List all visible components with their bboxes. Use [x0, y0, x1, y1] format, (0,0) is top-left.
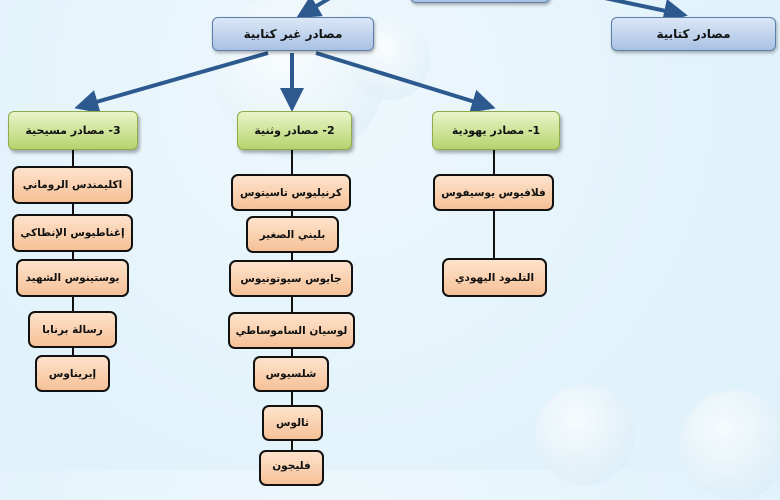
list-item[interactable]: اكليمندس الروماني	[12, 166, 133, 204]
list-item[interactable]: جايوس سيوتونيوس	[229, 260, 353, 297]
arrow-root-to-written	[604, 0, 688, 23]
arrow-root-to-unwritten	[296, 0, 331, 19]
list-item[interactable]: لوسيان الساموساطي	[228, 312, 355, 349]
background-bubble	[535, 385, 635, 485]
arrow-to-christian	[74, 51, 269, 114]
list-item[interactable]: بليني الصغير	[246, 216, 339, 253]
list-item[interactable]: يوستينوس الشهيد	[16, 259, 129, 297]
list-item[interactable]: فلافيوس يوسيفوس	[433, 174, 554, 211]
list-item[interactable]: ثالوس	[262, 405, 323, 441]
list-item[interactable]: رسالة برنابا	[28, 311, 117, 348]
list-item[interactable]: إغناطيوس الإنطاكي	[12, 214, 133, 252]
pagan-sources-box[interactable]: 2- مصادر وثنية	[237, 111, 352, 150]
jewish-sources-box[interactable]: 1- مصادر يهودية	[432, 111, 560, 150]
list-item[interactable]: إيريناوس	[35, 355, 110, 392]
arrow-to-jewish	[315, 51, 496, 113]
root-box-partial	[410, 0, 550, 3]
unwritten-sources-box[interactable]: مصادر غير كتابية	[212, 17, 374, 51]
list-item[interactable]: شلسيوس	[253, 356, 329, 392]
list-item[interactable]: كرنيليوس تاسيتوس	[231, 174, 351, 211]
list-item[interactable]: التلمود اليهودي	[442, 258, 547, 297]
written-sources-box[interactable]: مصادر كتابية	[611, 17, 776, 51]
christian-sources-box[interactable]: 3- مصادر مسيحية	[8, 111, 138, 150]
list-item[interactable]: فليجون	[259, 450, 324, 486]
